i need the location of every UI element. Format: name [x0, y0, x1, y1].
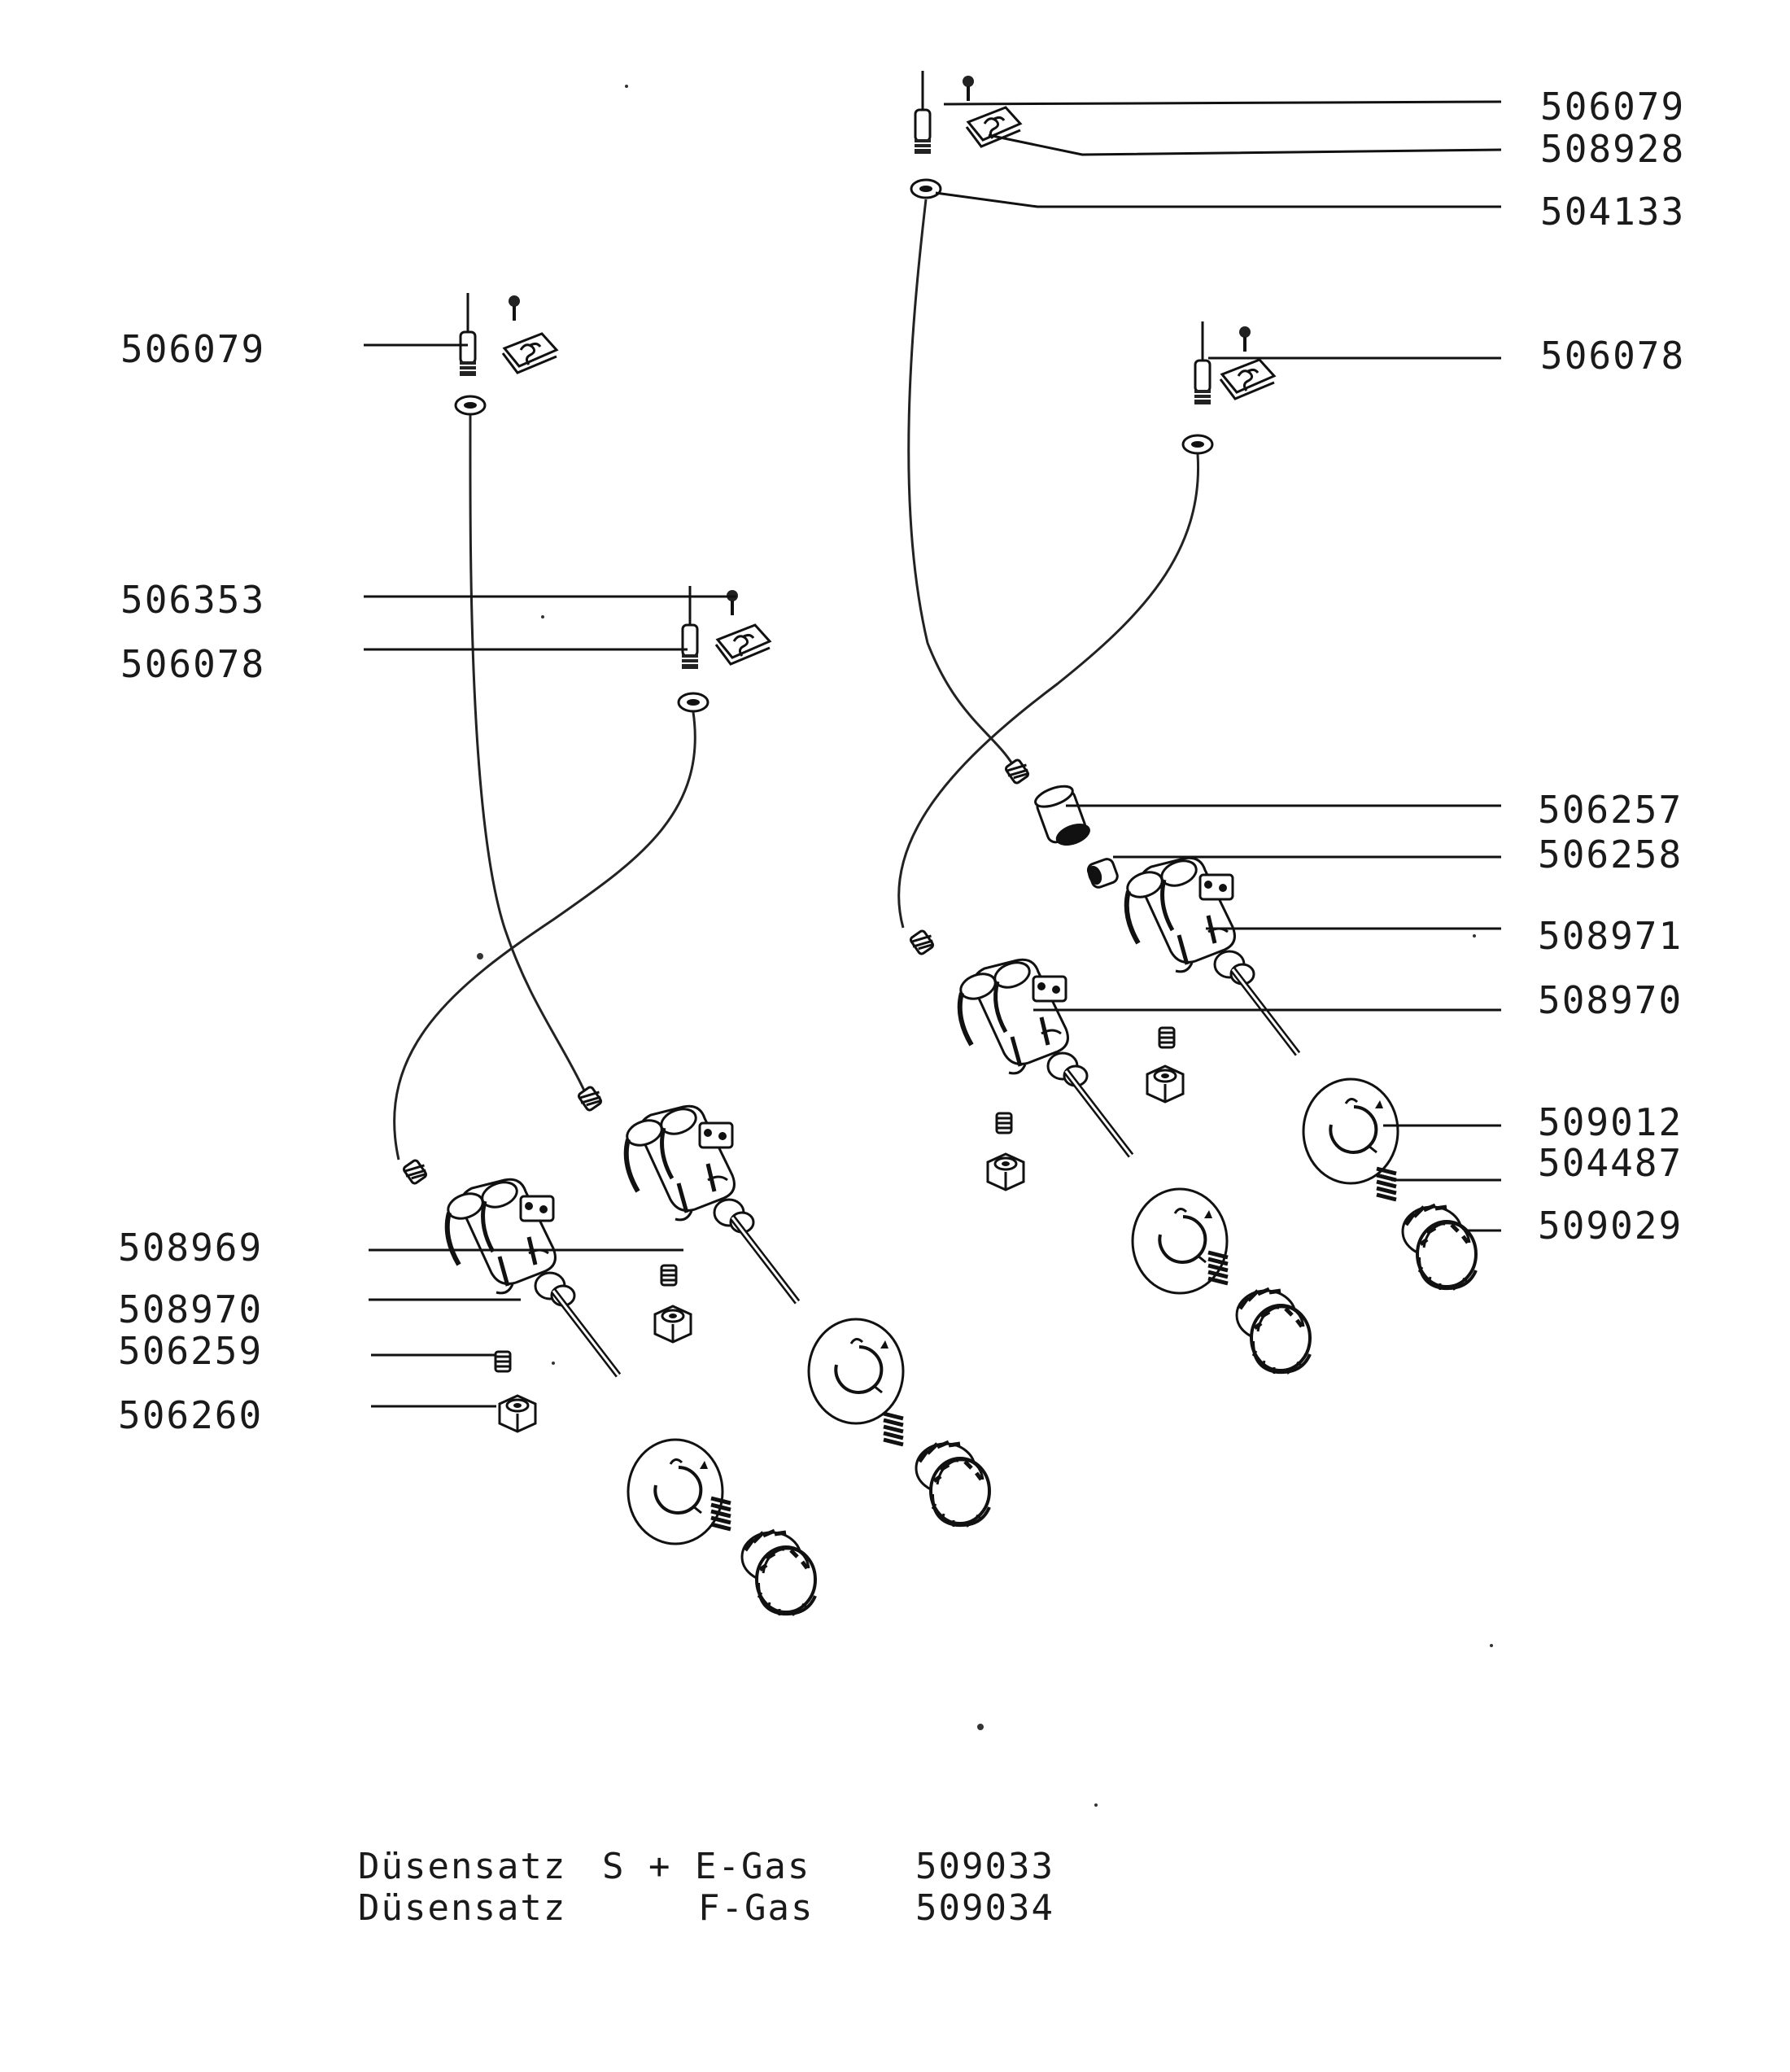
callout-508970-left: 508970	[118, 1287, 264, 1331]
callout-504487: 504487	[1538, 1141, 1683, 1185]
right-assembly	[897, 69, 1476, 1374]
callout-508970-right: 508970	[1538, 978, 1683, 1022]
exploded-parts-diagram	[364, 69, 1502, 1807]
callout-506260: 506260	[118, 1393, 264, 1437]
footer-row-2-name: Düsensatz	[358, 1887, 567, 1929]
footer-row-2: Düsensatz F-Gas 509034	[0, 1891, 1790, 1931]
callout-509029: 509029	[1538, 1204, 1683, 1248]
callout-506258: 506258	[1538, 833, 1683, 876]
callout-506257: 506257	[1538, 788, 1683, 832]
scan-specks	[477, 85, 1493, 1807]
footer-row-1-gas: S + E-Gas	[602, 1846, 811, 1887]
footer-row-2-gas: F-Gas	[698, 1887, 814, 1929]
callout-509012: 509012	[1538, 1100, 1683, 1144]
footer-row-1-name: Düsensatz	[358, 1846, 567, 1887]
footer-row-1: Düsensatz S + E-Gas 509033	[0, 1849, 1790, 1890]
callout-506079-left: 506079	[120, 327, 266, 371]
leader-lines	[364, 100, 1502, 1408]
callout-506079-right: 506079	[1540, 85, 1686, 129]
callout-504133: 504133	[1540, 190, 1686, 234]
callout-508928: 508928	[1540, 127, 1686, 171]
callout-506259: 506259	[118, 1329, 264, 1373]
footer-row-2-number: 509034	[915, 1887, 1054, 1929]
callout-508969: 508969	[118, 1226, 264, 1270]
callout-506078-left: 506078	[120, 642, 266, 686]
callout-508971: 508971	[1538, 914, 1683, 958]
callout-506078-right: 506078	[1540, 334, 1686, 378]
footer-row-1-number: 509033	[915, 1846, 1054, 1887]
callout-506353: 506353	[120, 578, 266, 622]
left-assembly	[393, 291, 989, 1615]
